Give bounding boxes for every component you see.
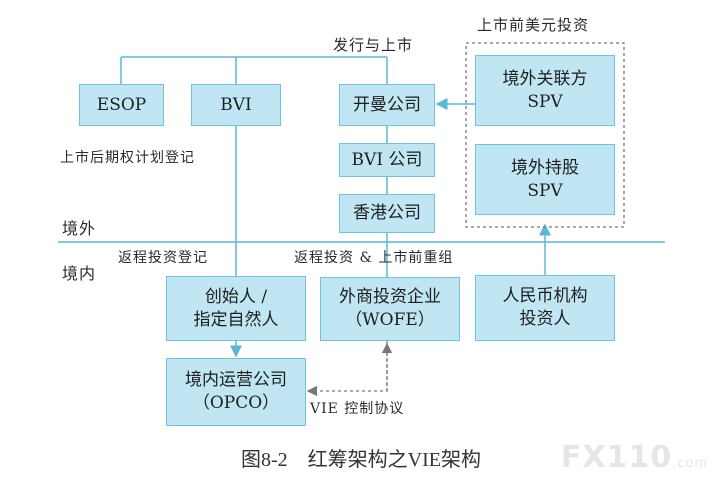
rmb-investor-box: 人民币机构 投资人 — [475, 275, 615, 341]
bvi-text: BVI — [220, 94, 252, 115]
watermark-logo: FX110.com — [561, 440, 708, 475]
bvi-company-text: BVI 公司 — [351, 149, 423, 170]
onshore-label: 境内 — [62, 264, 97, 283]
vie-control-agreement-label: VIE 控制协议 — [310, 401, 405, 417]
watermark-text: FX110 — [560, 440, 673, 475]
esop-text: ESOP — [96, 94, 147, 115]
pre-ipo-usd-investment-label: 上市前美元投资 — [477, 16, 590, 34]
roundtrip-registration-label: 返程投资登记 — [118, 250, 208, 266]
watermark-suffix: .com — [672, 456, 708, 471]
wofe-line1: 外商投资企业 — [339, 287, 441, 308]
rmb-investor-line1: 人民币机构 — [502, 286, 588, 307]
vie-control-dashed-link — [306, 341, 388, 397]
related-spv-line1: 境外关联方 — [502, 68, 588, 89]
holding-spv-line1: 境外持股 — [511, 157, 579, 178]
wofe-box: 外商投资企业 （WOFE） — [320, 277, 460, 341]
hk-company-text: 香港公司 — [353, 203, 421, 224]
hk-company-box: 香港公司 — [339, 194, 435, 233]
esop-registration-label: 上市后期权计划登记 — [60, 150, 195, 166]
issuance-listing-label: 发行与上市 — [333, 36, 414, 54]
offshore-label: 境外 — [62, 219, 97, 238]
esop-box: ESOP — [79, 84, 164, 126]
figure-caption: 图8-2 红筹架构之VIE架构 — [241, 449, 481, 471]
holding-spv-line2: SPV — [527, 180, 563, 201]
founder-box: 创始人 / 指定自然人 — [166, 276, 306, 341]
founder-line1: 创始人 / — [204, 286, 268, 307]
cayman-company-box: 开曼公司 — [339, 84, 435, 126]
opco-box: 境内运营公司 （OPCO） — [166, 358, 306, 426]
bvi-box: BVI — [191, 84, 281, 126]
wofe-line2: （WOFE） — [345, 310, 435, 330]
offshore-related-spv-box: 境外关联方 SPV — [475, 55, 615, 126]
bvi-company-box: BVI 公司 — [339, 143, 435, 177]
rmb-investor-line2: 投资人 — [519, 309, 571, 329]
opco-line1: 境内运营公司 — [185, 370, 287, 391]
related-spv-line2: SPV — [527, 91, 563, 112]
roundtrip-restructure-label: 返程投资 & 上市前重组 — [294, 250, 454, 266]
offshore-holding-spv-box: 境外持股 SPV — [475, 144, 615, 215]
pre-ipo-dashed-frame — [465, 42, 625, 228]
cayman-company-text: 开曼公司 — [353, 94, 421, 115]
opco-line2: （OPCO） — [192, 393, 280, 413]
founder-line2: 指定自然人 — [193, 309, 279, 330]
